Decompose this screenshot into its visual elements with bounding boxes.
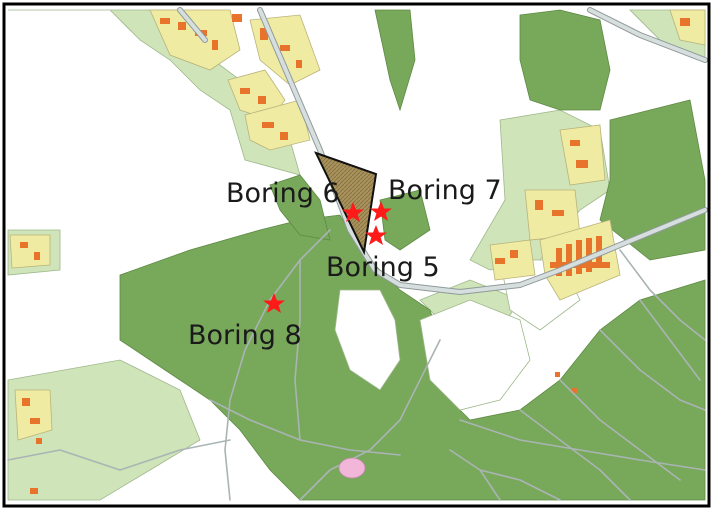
boring-7-label: Boring 7 — [388, 175, 502, 206]
boring-5-star-icon[interactable] — [365, 225, 387, 245]
boring-8-star-icon[interactable] — [263, 293, 285, 313]
pond — [338, 457, 366, 479]
roads — [7, 7, 708, 501]
site-polygon[interactable] — [314, 151, 378, 256]
boring-6-star-icon[interactable] — [342, 202, 364, 222]
boring-7-star-icon[interactable] — [370, 201, 392, 221]
boring-5-label: Boring 5 — [326, 252, 440, 283]
boring-8-label: Boring 8 — [188, 320, 302, 351]
clearings — [334, 259, 581, 411]
boring-labels: Boring 6 Boring 7 Boring 5 Boring 8 — [188, 175, 502, 351]
boring-markers — [263, 201, 392, 313]
boring-6-label: Boring 6 — [226, 178, 340, 209]
